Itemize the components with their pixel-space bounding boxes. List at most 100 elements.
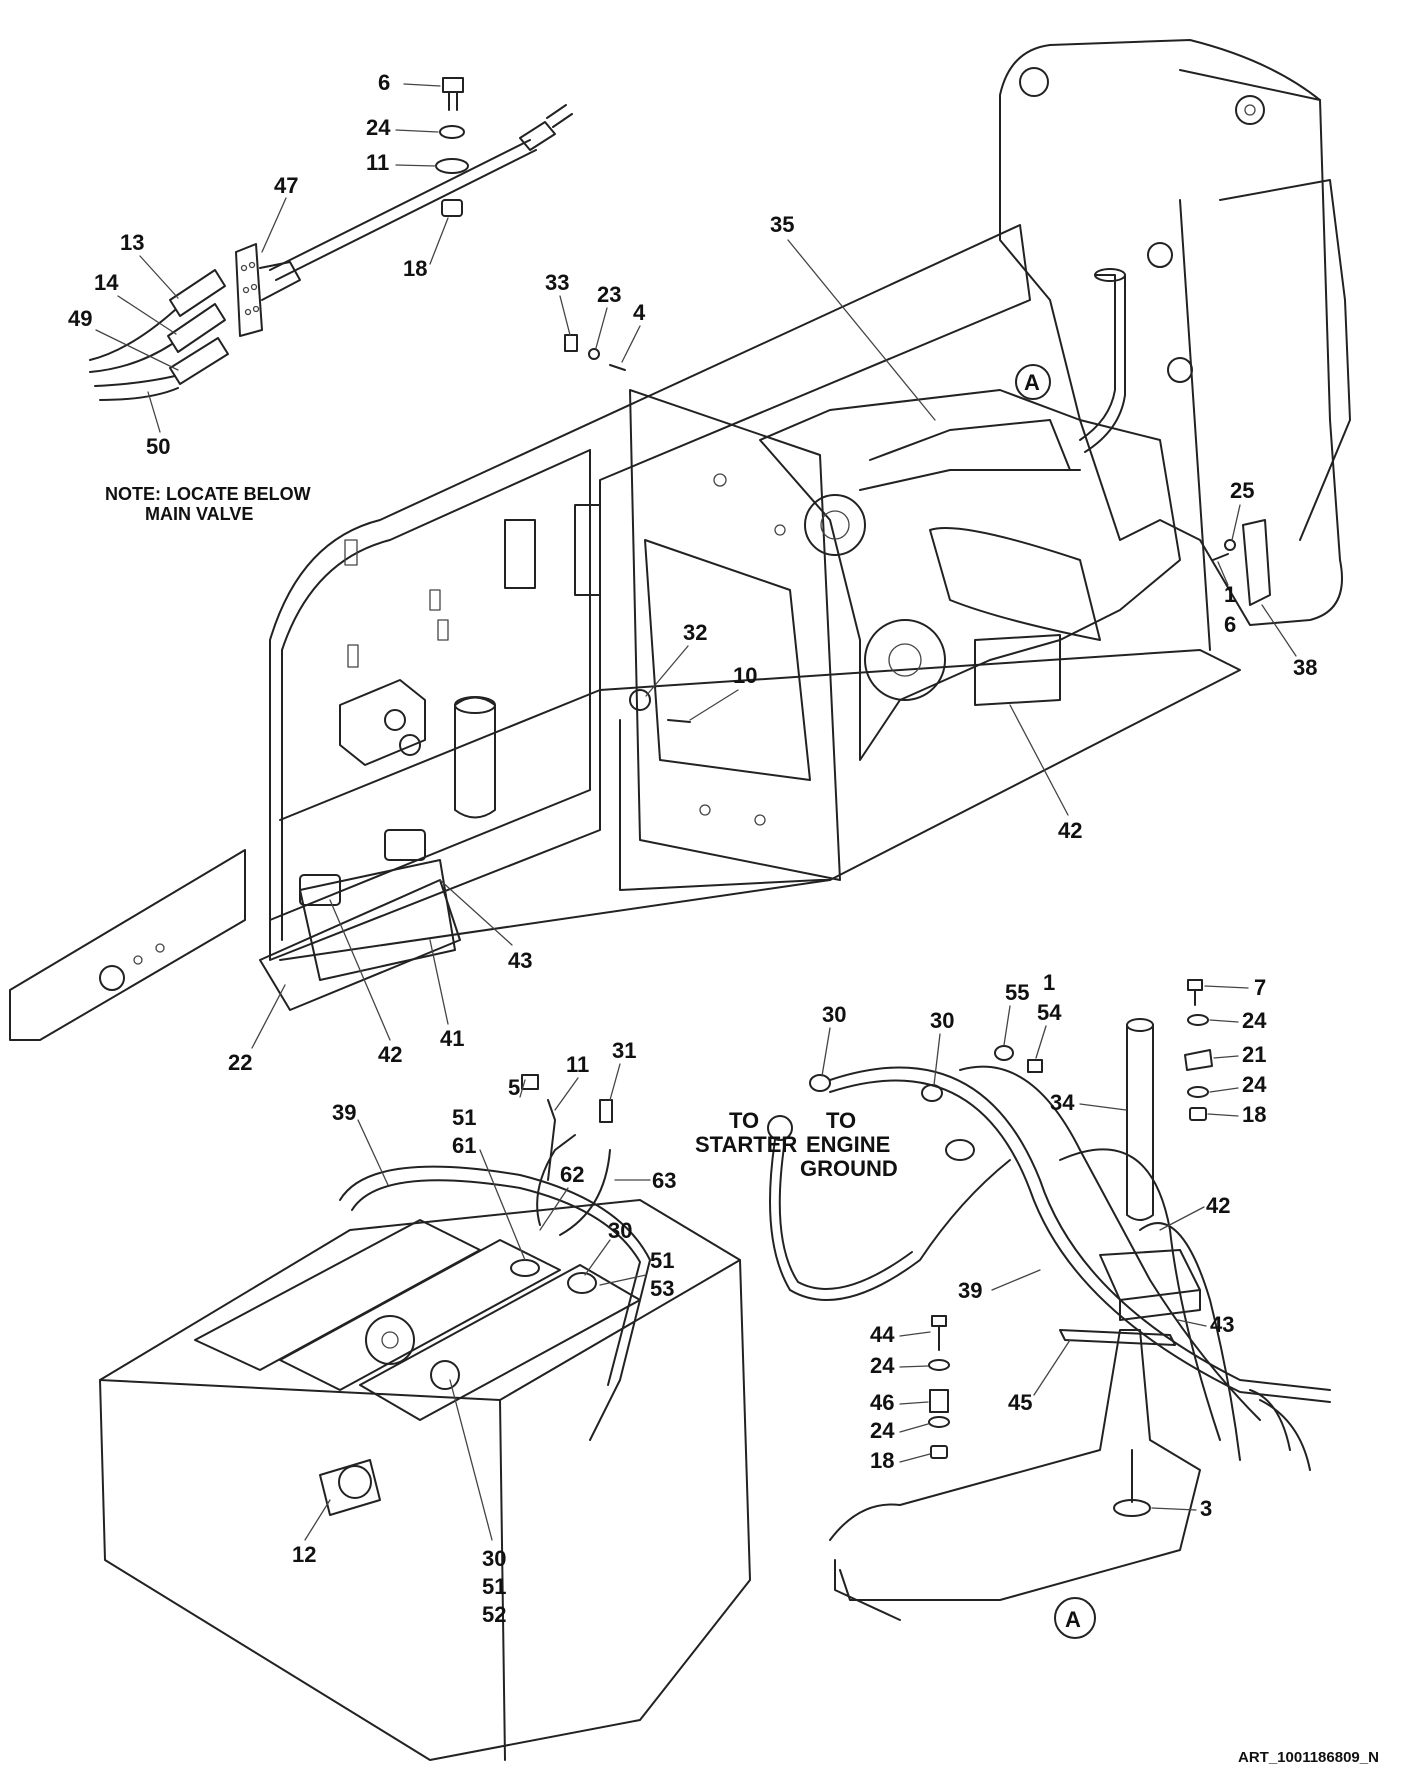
spacer-46 <box>929 1389 949 1413</box>
connector-49 <box>169 337 229 385</box>
callout-47: 47 <box>274 173 298 198</box>
junction-block-47 <box>235 243 263 337</box>
post-bracket <box>1099 1249 1201 1301</box>
callout-31: 31 <box>612 1038 636 1063</box>
main-valve <box>339 679 426 766</box>
callout-23: 23 <box>597 282 621 307</box>
bolt-6-head <box>442 77 464 93</box>
callout-18: 18 <box>403 256 427 281</box>
callout-34: 34 <box>1050 1090 1075 1115</box>
to-engine-line-2: ENGINE <box>806 1132 890 1157</box>
callout-5: 5 <box>508 1075 520 1100</box>
starter-terminal <box>767 1115 793 1141</box>
callout-53: 53 <box>650 1276 674 1301</box>
to-engine-line-3: GROUND <box>800 1156 898 1181</box>
washer-24d <box>928 1359 950 1371</box>
tank-channel-2 <box>279 1239 561 1391</box>
fuel-fitting <box>430 1360 460 1390</box>
callout-51c: 51 <box>482 1574 506 1599</box>
callout-30d: 30 <box>930 1008 954 1033</box>
callouts-main: 33 23 4 35 25 1 6 38 32 10 42 43 22 42 4… <box>228 212 1317 1075</box>
screw-4 <box>609 364 626 371</box>
washer-55 <box>994 1045 1014 1061</box>
right-tower <box>999 39 1343 626</box>
washer-24e <box>928 1416 950 1428</box>
callout-32: 32 <box>683 620 707 645</box>
detail-a-label-text: A <box>1065 1607 1081 1632</box>
callout-55: 55 <box>1005 980 1029 1005</box>
bolt-54 <box>1027 1059 1043 1073</box>
ground-terminal <box>945 1139 975 1161</box>
callout-1: 1 <box>1224 582 1236 607</box>
bulkhead-panel <box>629 389 841 881</box>
note-line-1: NOTE: LOCATE BELOW <box>105 484 311 504</box>
fuel-sender <box>365 1315 415 1365</box>
callout-63: 63 <box>652 1168 676 1193</box>
spacer-21 <box>1184 1049 1213 1071</box>
detail-a-marker: A <box>1015 364 1051 400</box>
to-starter-line-1: TO <box>729 1108 759 1133</box>
starter-cable <box>769 1139 1011 1301</box>
clamp-11 <box>435 158 469 174</box>
callout-7: 7 <box>1254 975 1266 1000</box>
callout-3: 3 <box>1200 1496 1212 1521</box>
fan-pulley <box>804 494 866 556</box>
battery-box-22 <box>259 879 461 1011</box>
cable-39 <box>829 1066 1331 1391</box>
nut-18 <box>441 199 463 217</box>
callout-24: 24 <box>366 115 391 140</box>
bracket-33 <box>564 334 578 352</box>
callout-30: 30 <box>608 1218 632 1243</box>
callout-51b: 51 <box>650 1248 674 1273</box>
fuel-tank <box>99 1199 751 1761</box>
washer-24c <box>1187 1086 1209 1098</box>
callout-54: 54 <box>1037 1000 1062 1025</box>
air-cleaner <box>929 527 1101 641</box>
bolt-7 <box>1187 979 1203 991</box>
callout-21: 21 <box>1242 1042 1266 1067</box>
bracket-31 <box>599 1099 613 1123</box>
callout-25: 25 <box>1230 478 1254 503</box>
battery <box>974 634 1061 706</box>
washer-25 <box>1224 539 1236 551</box>
callout-41: 41 <box>440 1026 464 1051</box>
boom-arm <box>9 849 246 1041</box>
callouts-top-left: 6 24 11 47 13 14 49 18 50 NOTE: LOCATE B… <box>68 70 449 524</box>
callout-50: 50 <box>146 434 170 459</box>
callout-52: 52 <box>482 1602 506 1627</box>
detail-a-label: A <box>1054 1597 1096 1639</box>
bracket-38 <box>1242 519 1271 606</box>
fitting-30 <box>567 1272 597 1294</box>
callout-35: 35 <box>770 212 794 237</box>
fuel-cap-12 <box>319 1459 381 1516</box>
pump-motor <box>454 696 496 819</box>
callout-61: 61 <box>452 1133 476 1158</box>
callouts-fuel-tank: 39 5 11 31 51 61 62 63 30 51 53 12 30 51… <box>292 1038 676 1627</box>
callout-11b: 11 <box>566 1052 589 1077</box>
clamp-30b <box>921 1084 943 1102</box>
plug <box>519 121 556 151</box>
post-34 <box>1126 1024 1154 1221</box>
callout-4: 4 <box>633 300 646 325</box>
floor-frame <box>279 649 1241 961</box>
art-number: ART_1001186809_N <box>1238 1749 1379 1766</box>
callout-39b: 39 <box>958 1278 982 1303</box>
hose-39 <box>339 1165 651 1441</box>
callout-24e: 24 <box>870 1418 895 1443</box>
callout-24d: 24 <box>870 1353 895 1378</box>
bulkhead-opening <box>644 539 811 781</box>
callout-45: 45 <box>1008 1390 1032 1415</box>
callouts-detail-a: 30 30 55 1 54 7 24 21 24 18 34 42 39 43 … <box>695 970 1267 1521</box>
relay-block <box>504 519 536 589</box>
nut-18b <box>1189 1107 1207 1121</box>
callout-6b: 6 <box>1224 612 1236 637</box>
callout-38: 38 <box>1293 655 1317 680</box>
clamp-45 <box>1059 1329 1176 1346</box>
cable-42 <box>959 1065 1261 1421</box>
nut-18c <box>930 1445 948 1459</box>
fuel-tank-assembly <box>99 1074 751 1761</box>
callout-44: 44 <box>870 1322 895 1347</box>
machine-frame <box>9 39 1351 1041</box>
tank-channel-1 <box>194 1219 481 1371</box>
